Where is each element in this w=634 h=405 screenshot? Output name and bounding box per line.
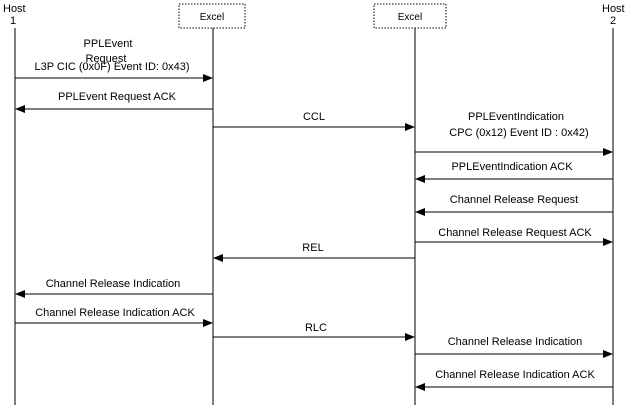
msg5-label: PPLEventIndication ACK (451, 161, 573, 173)
excel-b-box (373, 3, 447, 29)
msg12-label: Channel Release Indication (448, 336, 583, 348)
msg9-label: Channel Release Indication (46, 278, 181, 290)
msg4-label-line1: PPLEventIndication (468, 111, 564, 123)
msg1-label-line2: Request (86, 53, 127, 65)
msg1-label-line1: PPLEvent (84, 38, 133, 50)
excel-a-label: Excel (200, 12, 224, 23)
msg8-label: REL (302, 242, 323, 254)
msg3-label: CCL (303, 111, 325, 123)
msg10-label: Channel Release Indication ACK (35, 307, 195, 319)
host1-label-line2: 1 (10, 15, 16, 27)
msg1-label-line3: L3P CIC (0x0F) Event ID: 0x43) (34, 61, 189, 73)
msg7-label: Channel Release Request ACK (438, 227, 592, 239)
host1-label-line1: Host (3, 3, 26, 15)
msg2-label: PPLEvent Request ACK (58, 91, 177, 103)
excel-a-box (178, 3, 246, 29)
msg4-label-line2: CPC (0x12) Event ID : 0x42) (449, 127, 588, 139)
host2-label-line1: Host (602, 3, 625, 15)
msg11-label: RLC (305, 322, 327, 334)
excel-b-label: Excel (398, 12, 422, 23)
host2-label-line2: 2 (610, 15, 616, 27)
msg13-label: Channel Release Indication ACK (435, 369, 595, 381)
msg6-label: Channel Release Request (450, 194, 578, 206)
